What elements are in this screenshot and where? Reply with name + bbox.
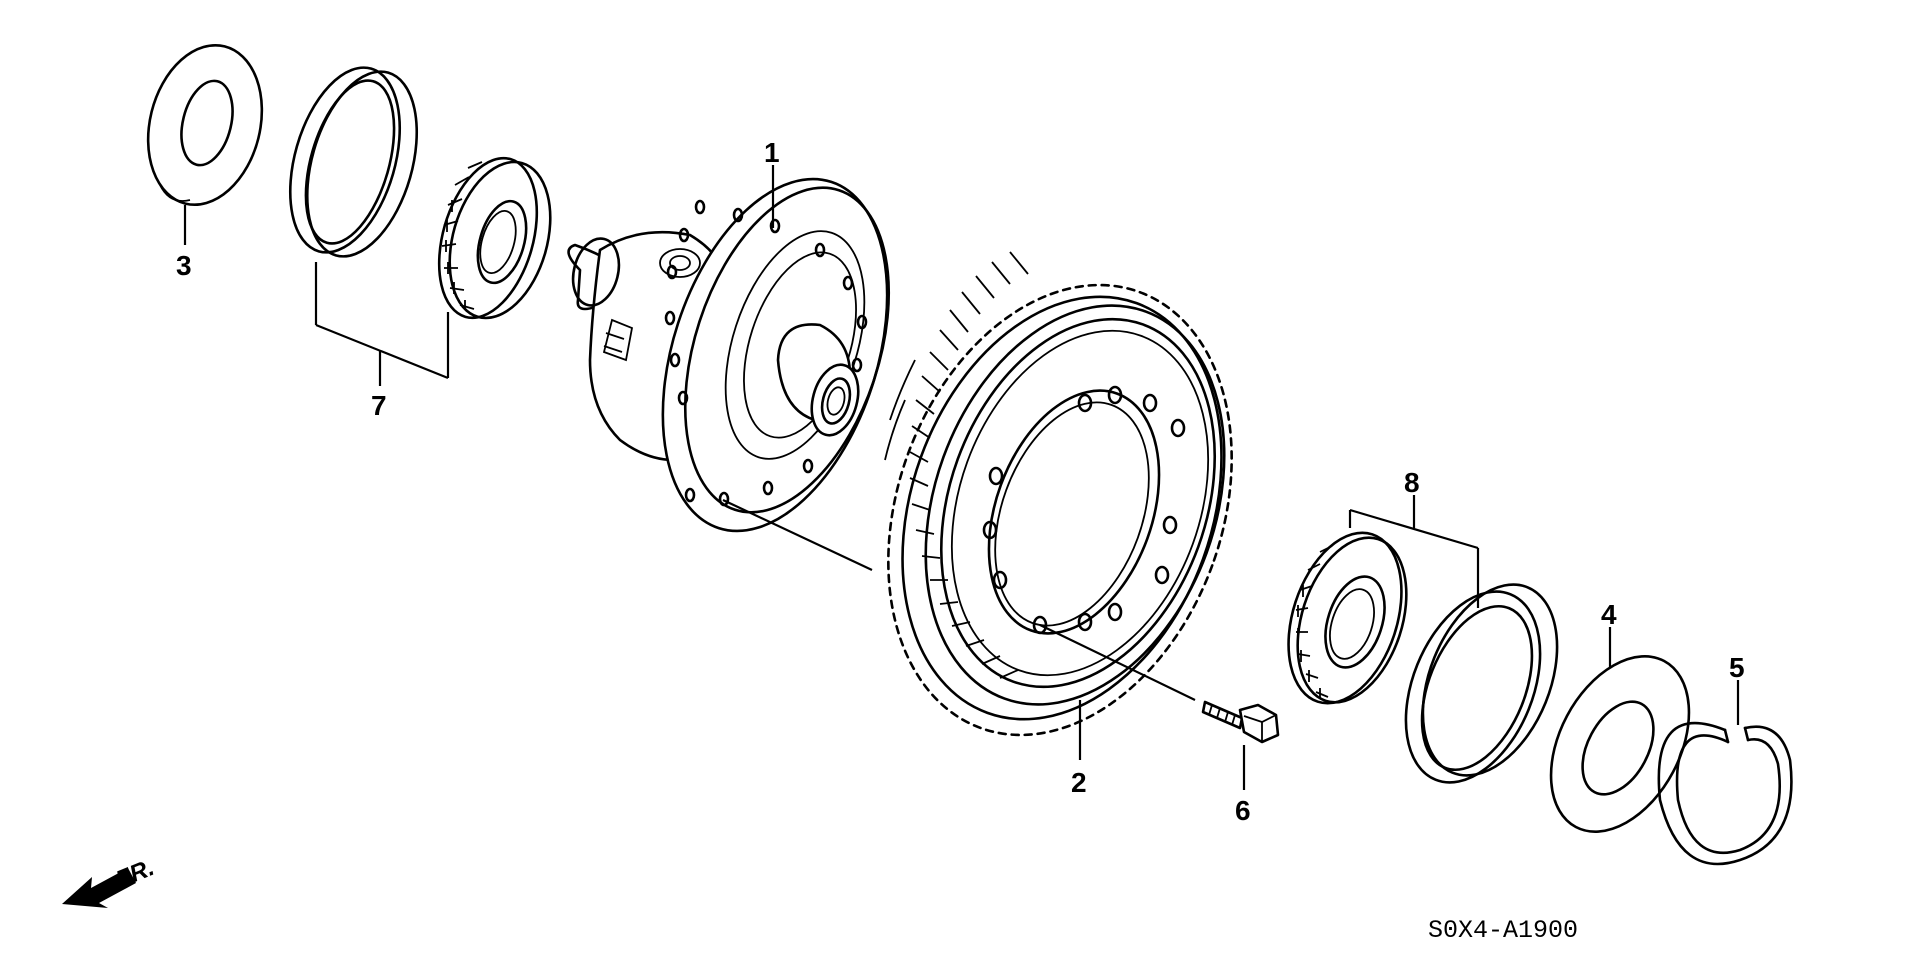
callout-2[interactable]: 2 xyxy=(1071,767,1087,798)
callout-4[interactable]: 4 xyxy=(1601,599,1617,630)
front-direction-label: FR. xyxy=(112,854,158,894)
callout-5[interactable]: 5 xyxy=(1729,652,1745,683)
part-7-bearing-race[interactable] xyxy=(271,55,436,269)
part-4-shim[interactable] xyxy=(1523,633,1717,855)
front-direction-indicator: FR. xyxy=(62,854,158,908)
callout-6[interactable]: 6 xyxy=(1235,795,1251,826)
part-6-bolt[interactable] xyxy=(1201,700,1280,744)
part-3-shim[interactable] xyxy=(132,33,278,217)
part-8-tapered-bearing[interactable] xyxy=(1268,518,1425,718)
part-2-final-driven-gear[interactable] xyxy=(828,237,1291,784)
part-1-differential-carrier[interactable] xyxy=(566,150,928,559)
part-5-snap-ring[interactable] xyxy=(1657,721,1793,866)
callout-7[interactable]: 7 xyxy=(371,390,387,421)
diagram-code: S0X4-A1900 xyxy=(1428,916,1578,945)
callout-8[interactable]: 8 xyxy=(1404,467,1420,498)
part-7-tapered-bearing[interactable] xyxy=(422,147,567,330)
front-arrow-icon xyxy=(62,868,136,908)
callout-1[interactable]: 1 xyxy=(764,137,780,168)
part-8-bearing-race[interactable] xyxy=(1380,565,1583,802)
callout-3[interactable]: 3 xyxy=(176,250,192,281)
leader-lines xyxy=(183,165,1740,790)
callout-labels: 1 2 3 4 5 6 7 8 xyxy=(176,137,1745,826)
